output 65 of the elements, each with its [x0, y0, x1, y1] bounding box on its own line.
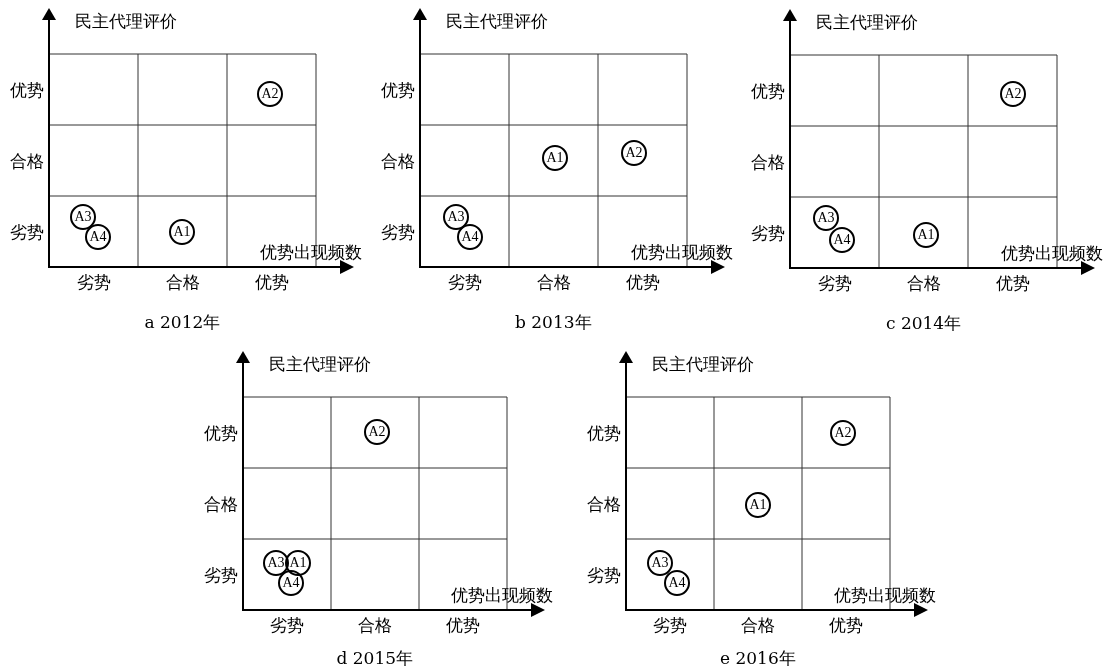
- axis-title: 优势出现频数: [631, 242, 733, 262]
- panel-caption: d 2015年: [336, 648, 414, 666]
- axis-title: 民主代理评价: [816, 12, 918, 32]
- label-circle: A2: [830, 420, 856, 446]
- axis-tick-label: 优势: [254, 272, 289, 292]
- axis-tick-label: 优势: [446, 615, 480, 635]
- label-circle: A3: [263, 550, 289, 576]
- axis-title: 民主代理评价: [652, 354, 754, 374]
- axis-tick-label: 合格: [906, 273, 941, 293]
- axis-tick-label: 合格: [381, 150, 415, 171]
- label-circle: A2: [621, 140, 647, 166]
- axis-title: 优势出现频数: [260, 242, 362, 262]
- axis-tick-label: 合格: [10, 150, 44, 171]
- axis-tick-label: 劣势: [270, 615, 304, 635]
- label-circle: A1: [285, 550, 311, 576]
- label-circle: A3: [70, 204, 96, 230]
- panel-caption: b 2013年: [515, 312, 592, 332]
- label-circle: A2: [1000, 81, 1026, 107]
- label-circle: A3: [647, 550, 673, 576]
- axis-tick-label: 合格: [587, 493, 621, 514]
- label-circle: A1: [745, 492, 771, 518]
- axis-title: 民主代理评价: [269, 354, 371, 374]
- axis-tick-label: 合格: [751, 151, 785, 172]
- axis-tick-label: 优势: [587, 422, 621, 443]
- axis-title: 民主代理评价: [75, 11, 177, 31]
- axis-tick-label: 劣势: [76, 272, 111, 292]
- axis-tick-label: 合格: [536, 272, 571, 292]
- axis-tick-label: 合格: [204, 493, 238, 514]
- axis-tick-label: 劣势: [817, 273, 852, 293]
- axis-tick-label: 劣势: [587, 564, 621, 585]
- label-circle: A4: [278, 570, 304, 596]
- axis-tick-label: 优势: [625, 272, 660, 292]
- label-circle: A4: [457, 224, 483, 250]
- axis-title: 优势出现频数: [834, 585, 936, 605]
- label-circle: A4: [85, 224, 111, 250]
- axis-tick-label: 优势: [751, 80, 785, 101]
- label-circle: A3: [443, 204, 469, 230]
- axis-tick-label: 优势: [829, 615, 863, 635]
- axis-tick-label: 劣势: [381, 221, 415, 242]
- axis-tick-label: 优势: [381, 79, 415, 100]
- panel-caption: e 2016年: [720, 648, 796, 666]
- axis-title: 优势出现频数: [1001, 243, 1103, 263]
- label-circle: A1: [913, 222, 939, 248]
- label-circle: A1: [169, 219, 195, 245]
- axis-tick-label: 合格: [165, 272, 200, 292]
- axis-tick-label: 优势: [10, 79, 44, 100]
- axis-tick-label: 优势: [995, 273, 1030, 293]
- axis-tick-label: 劣势: [447, 272, 482, 292]
- axis-tick-label: 劣势: [653, 615, 687, 635]
- label-circle: A4: [829, 227, 855, 253]
- panel-caption: a 2012年: [144, 312, 221, 332]
- axis-tick-label: 劣势: [751, 222, 785, 243]
- panel-caption: c 2014年: [886, 313, 962, 333]
- axis-tick-label: 劣势: [204, 564, 238, 585]
- label-circle: A3: [813, 205, 839, 231]
- axis-title: 优势出现频数: [451, 585, 553, 605]
- axis-tick-label: 合格: [358, 615, 392, 635]
- axis-title: 民主代理评价: [446, 11, 548, 31]
- label-circle: A2: [364, 419, 390, 445]
- axis-tick-label: 优势: [204, 422, 238, 443]
- label-circle: A2: [257, 81, 283, 107]
- axis-tick-label: 劣势: [10, 221, 44, 242]
- label-circle: A4: [664, 570, 690, 596]
- axis-tick-label: 合格: [741, 615, 775, 635]
- label-circle: A1: [542, 145, 568, 171]
